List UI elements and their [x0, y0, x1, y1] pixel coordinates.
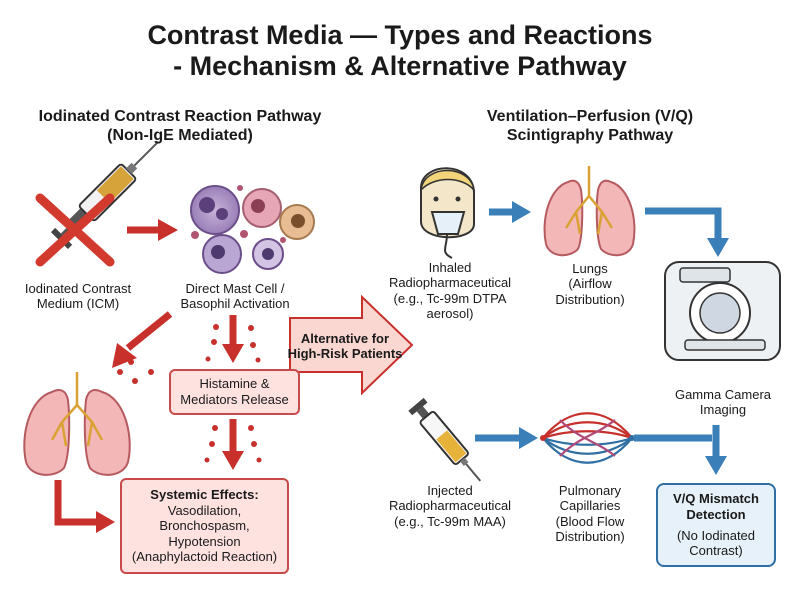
syringe-icon [408, 397, 482, 482]
capillaries-icon [540, 412, 635, 464]
mast-label-line-2: Basophil Activation [180, 296, 290, 312]
histamine-line-2: Mediators Release [180, 392, 289, 407]
mismatch-line-1: V/Q Mismatch [673, 491, 759, 507]
left-heading-line-1: Iodinated Contrast Reaction Pathway [38, 108, 322, 125]
alternative-arrow-shape [289, 294, 414, 396]
arrow-mast-to-histamine [222, 315, 244, 363]
lungs-line-1: Lungs [572, 261, 608, 276]
right-heading-line-1: Ventilation–Perfusion (V/Q) [486, 108, 694, 125]
left-section-heading: Iodinated Contrast Reaction Pathway (Non… [15, 108, 345, 146]
systemic-line-2: Bronchospasm, [159, 518, 250, 534]
systemic-line-1: Vasodilation, [167, 502, 242, 518]
title-line-2: - Mechanism & Alternative Pathway [173, 51, 627, 82]
vq-mismatch-box: V/Q Mismatch Detection (No Iodinated Con… [656, 483, 776, 567]
mismatch-line-3: (No Iodinated [676, 527, 756, 543]
title-line-1: Contrast Media — Types and Reactions [147, 20, 653, 50]
crossed-syringe-icon [35, 140, 160, 267]
alt-line-1: Alternative for [300, 331, 390, 346]
arrow-icm-to-mast [127, 219, 178, 241]
mast-label-line-1: Direct Mast Cell / [185, 281, 285, 296]
left-heading-line-2: (Non-IgE Mediated) [107, 126, 253, 144]
icm-label-line-1: Iodinated Contrast [24, 281, 132, 296]
arrow-lungs-to-gamma [645, 207, 729, 257]
capillaries-line-1: Pulmonary [558, 483, 622, 498]
systemic-effects-box: Systemic Effects: Vasodilation, Bronchos… [120, 478, 289, 574]
alternative-arrow-label: Alternative for High-Risk Patients [282, 331, 408, 362]
injected-label: Injected Radiopharmaceutical (e.g., Tc-9… [375, 483, 525, 529]
lungs-label: Lungs (Airflow Distribution) [540, 261, 640, 307]
patient-mask-icon [419, 167, 476, 259]
icm-label: Iodinated Contrast Medium (ICM) [8, 281, 148, 312]
inhaled-label: Inhaled Radiopharmaceutical (e.g., Tc-99… [375, 260, 525, 321]
gamma-line-2: Imaging [699, 402, 747, 418]
gamma-camera-icon [664, 261, 781, 361]
mast-cell-label: Direct Mast Cell / Basophil Activation [160, 281, 310, 312]
systemic-line-3: Hypotension [168, 533, 241, 549]
page-title: Contrast Media — Types and Reactions - M… [100, 20, 700, 83]
icm-label-line-2: Medium (ICM) [36, 296, 120, 312]
inhaled-line-1: Inhaled [428, 260, 472, 275]
injected-line-1: Injected [427, 483, 473, 498]
mast-cells-icon [190, 185, 315, 274]
gamma-line-1: Gamma Camera [674, 387, 772, 402]
arrow-gamma-to-mismatch [705, 425, 727, 475]
arrow-mast-to-lungs [112, 311, 173, 368]
gamma-camera-label: Gamma Camera Imaging [658, 387, 788, 418]
arrow-mask-to-lungs [489, 201, 531, 223]
arrow-syringe-to-capillaries [475, 427, 538, 449]
capillaries-label: Pulmonary Capillaries (Blood Flow Distri… [530, 483, 650, 544]
histamine-line-1: Histamine & [199, 376, 270, 392]
inhaled-line-4: aerosol) [426, 305, 474, 321]
lungs-icon [23, 372, 131, 476]
mediator-dots-icon [117, 324, 261, 384]
systemic-line-4: (Anaphylactoid Reaction) [131, 549, 278, 565]
inhaled-line-2: Radiopharmaceutical [388, 275, 512, 291]
mismatch-line-4: Contrast) [689, 543, 743, 559]
capillaries-line-2: Capillaries [559, 498, 621, 514]
capillaries-line-4: Distribution) [555, 528, 625, 544]
injected-line-2: Radiopharmaceutical [388, 498, 512, 514]
systemic-heading: Systemic Effects: [150, 487, 259, 503]
lungs-line-3: Distribution) [555, 291, 625, 307]
inhaled-line-3: (e.g., Tc-99m DTPA [393, 290, 507, 306]
alt-line-2: High-Risk Patients [287, 346, 403, 362]
arrow-histamine-to-systemic [204, 419, 262, 470]
arrow-lungs-to-systemic [54, 480, 115, 533]
lungs-line-2: (Airflow [568, 276, 612, 292]
histamine-box: Histamine & Mediators Release [169, 369, 300, 415]
right-section-heading: Ventilation–Perfusion (V/Q) Scintigraphy… [435, 108, 745, 146]
injected-line-3: (e.g., Tc-99m MAA) [394, 513, 506, 529]
right-heading-line-2: Scintigraphy Pathway [506, 126, 674, 144]
mismatch-line-2: Detection [686, 506, 746, 522]
blue-lungs-icon [543, 166, 636, 257]
capillaries-line-3: (Blood Flow [555, 513, 625, 529]
